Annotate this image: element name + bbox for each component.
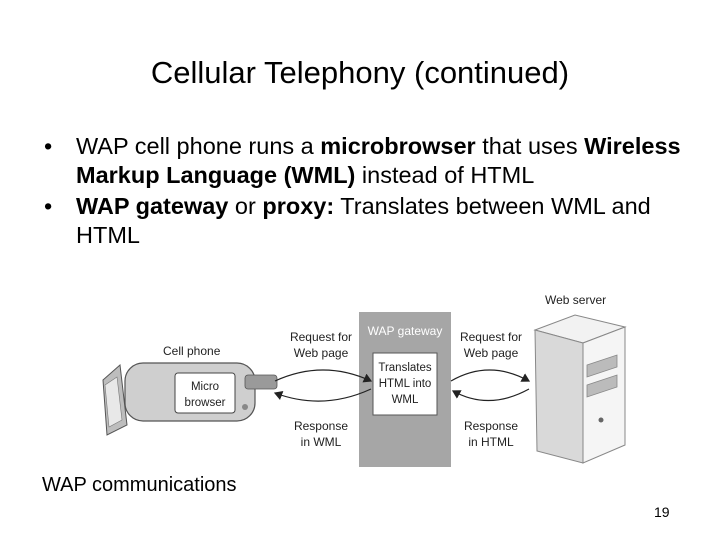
response-right-line2: in HTML [468,435,514,449]
arrow-response-left [273,388,372,402]
bullet-dot: • [44,133,53,159]
bullet-text-2b: Translates between WML and HTML [76,193,651,248]
request-right-line2: Web page [464,346,519,360]
page-number: 19 [654,504,670,520]
response-left-line2: in WML [301,435,342,449]
web-server-graphic: Web server [533,293,627,464]
server-icon [533,314,627,464]
bullet-text-2a: or [228,193,263,219]
bullet-item-2: • WAP gateway or proxy: Translates betwe… [44,192,684,250]
translate-box [372,352,438,416]
cell-phone-label: Cell phone [163,344,221,358]
request-left-line1: Request for [290,330,352,344]
response-left-line1: Response [294,419,348,433]
bullet-text-1b: that uses [475,133,585,159]
bullet-text-1: WAP cell phone runs a [76,133,321,159]
translate-line1: Translates [378,362,432,374]
figure-caption: WAP communications [42,474,237,496]
bullet-dot: • [44,193,53,219]
phone-screen-line2: browser [185,397,226,409]
bullet-term-microbrowser: microbrowser [320,133,476,159]
arrow-request-left [274,369,373,383]
bullet-term-proxy: proxy: [262,193,335,219]
bullet-term-wml: Wireless Markup Language (WML) [76,133,681,188]
translate-line3: WML [392,394,419,406]
slide-title: Cellular Telephony (continued) [150,55,570,90]
bullet-item-1: • WAP cell phone runs a microbrowser tha… [44,132,684,190]
arrow-request-right [450,369,531,382]
web-server-label: Web server [545,293,606,307]
bullet-list: • WAP cell phone runs a microbrowser tha… [44,132,684,252]
response-right-line1: Response [464,419,518,433]
request-left-line2: Web page [294,346,349,360]
wap-gateway-label: WAP gateway [368,324,443,338]
bullet-text-1c: instead of HTML [355,162,535,188]
request-right-line1: Request for [460,330,522,344]
bullet-term-gateway: WAP gateway [76,193,229,219]
wap-diagram: Cell phone Micro browser WAP gateway Tra… [102,312,531,467]
arrow-response-right [451,388,530,402]
translate-line2: HTML into [379,378,432,390]
cell-phone-icon [102,362,278,436]
phone-screen-line1: Micro [191,381,219,393]
